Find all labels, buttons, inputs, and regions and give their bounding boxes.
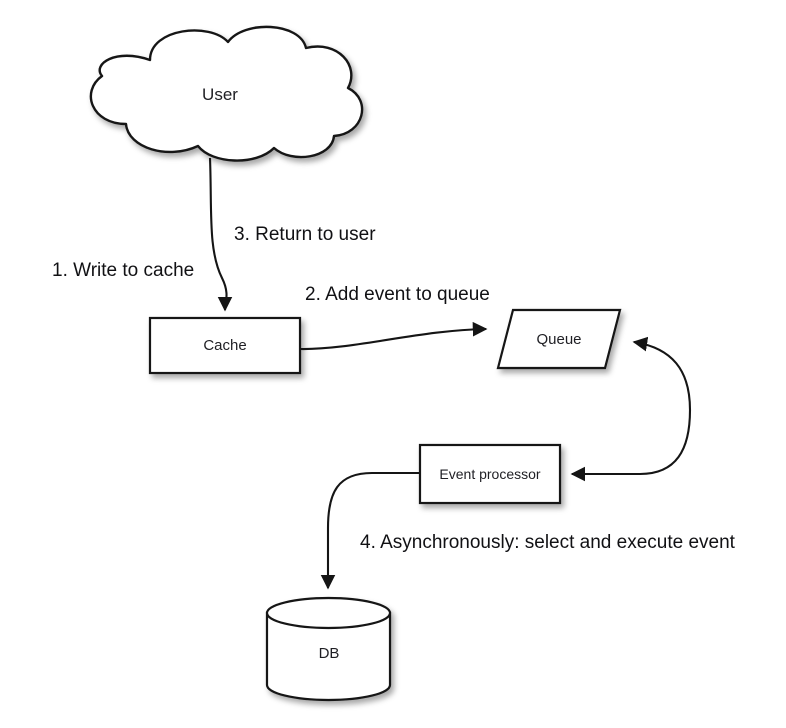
node-label-event-processor: Event processor: [439, 466, 541, 482]
cache-shape: [148, 316, 302, 375]
edge-queue-event-processor-loop: [570, 336, 692, 482]
edge-event-processor-to-db: [320, 471, 420, 590]
db-top-ellipse: [265, 596, 392, 630]
edge-label-step1: 1. Write to cache: [52, 260, 195, 281]
edge-cache-to-queue: [299, 321, 488, 351]
node-cache[interactable]: [148, 316, 302, 375]
node-label-queue: Queue: [536, 331, 582, 348]
node-label-user: User: [202, 85, 238, 104]
node-user[interactable]: [89, 25, 364, 162]
cloud-shape: [89, 25, 364, 162]
edge-label-step4: 4. Asynchronously: select and execute ev…: [360, 532, 735, 553]
node-label-db: DB: [318, 645, 340, 662]
event-processor-shape: [418, 443, 562, 505]
edge-user-to-cache: [208, 157, 233, 312]
node-event-processor[interactable]: [418, 443, 562, 505]
edge-label-step3: 3. Return to user: [234, 224, 376, 245]
node-db[interactable]: [265, 596, 392, 702]
edge-label-step2: 2. Add event to queue: [305, 284, 490, 305]
db-body-shape: [265, 611, 392, 702]
node-label-cache: Cache: [203, 337, 247, 354]
